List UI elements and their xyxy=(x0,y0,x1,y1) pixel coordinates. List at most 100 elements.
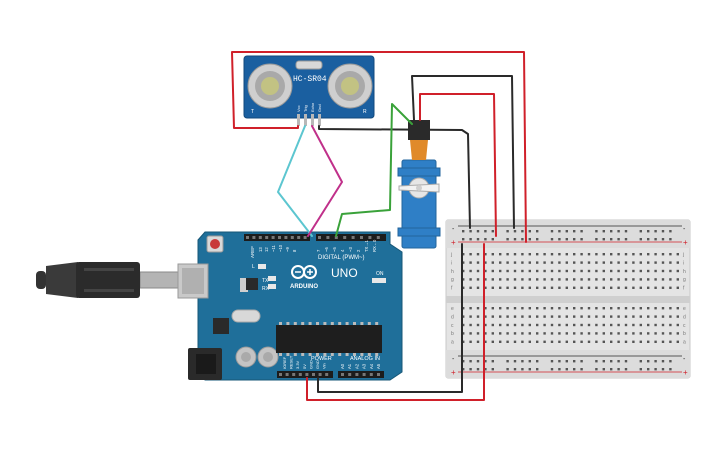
breadboard-hole[interactable] xyxy=(573,286,576,289)
breadboard-hole[interactable] xyxy=(617,278,620,281)
breadboard-hole[interactable] xyxy=(639,360,642,363)
breadboard-hole[interactable] xyxy=(565,323,568,327)
breadboard-hole[interactable] xyxy=(499,323,502,327)
breadboard-hole[interactable] xyxy=(528,340,531,343)
breadboard-hole[interactable] xyxy=(639,253,642,256)
breadboard-hole[interactable] xyxy=(595,269,598,273)
breadboard-hole[interactable] xyxy=(558,323,561,327)
breadboard-hole[interactable] xyxy=(617,323,620,327)
breadboard-hole[interactable] xyxy=(484,286,487,289)
breadboard-hole[interactable] xyxy=(506,253,509,256)
breadboard-hole[interactable] xyxy=(499,269,502,273)
breadboard-hole[interactable] xyxy=(543,332,546,335)
breadboard-hole[interactable] xyxy=(573,332,576,335)
breadboard-hole[interactable] xyxy=(536,323,539,327)
breadboard-hole[interactable] xyxy=(528,332,531,335)
breadboard-hole[interactable] xyxy=(506,261,509,264)
header-pin[interactable] xyxy=(318,236,321,239)
breadboard-hole[interactable] xyxy=(536,332,539,335)
breadboard-hole[interactable] xyxy=(676,278,679,281)
breadboard-hole[interactable] xyxy=(624,332,628,335)
breadboard-hole[interactable] xyxy=(610,253,613,256)
breadboard-hole[interactable] xyxy=(506,307,509,310)
breadboard-hole[interactable] xyxy=(654,307,657,310)
breadboard-hole[interactable] xyxy=(573,253,576,256)
breadboard-hole[interactable] xyxy=(610,332,613,335)
breadboard-hole[interactable] xyxy=(602,332,605,335)
breadboard-hole[interactable] xyxy=(506,278,509,281)
breadboard-hole[interactable] xyxy=(506,360,509,363)
breadboard-hole[interactable] xyxy=(654,340,657,343)
breadboard-hole[interactable] xyxy=(654,278,657,281)
breadboard-hole[interactable] xyxy=(491,315,494,318)
breadboard-hole[interactable] xyxy=(632,278,635,281)
breadboard-hole[interactable] xyxy=(661,340,665,343)
breadboard-hole[interactable] xyxy=(543,253,546,256)
breadboard-hole[interactable] xyxy=(610,323,613,327)
breadboard-hole[interactable] xyxy=(550,315,554,318)
breadboard-hole[interactable] xyxy=(506,332,509,335)
breadboard-hole[interactable] xyxy=(491,286,494,289)
breadboard-hole[interactable] xyxy=(610,315,613,318)
breadboard-hole[interactable] xyxy=(521,286,524,289)
breadboard-hole[interactable] xyxy=(661,261,665,264)
breadboard-hole[interactable] xyxy=(499,315,502,318)
breadboard-hole[interactable] xyxy=(639,238,642,241)
breadboard-hole[interactable] xyxy=(484,278,487,281)
breadboard-hole[interactable] xyxy=(550,238,554,241)
breadboard-hole[interactable] xyxy=(521,261,524,264)
breadboard-hole[interactable] xyxy=(587,307,591,310)
breadboard-hole[interactable] xyxy=(565,278,568,281)
breadboard-hole[interactable] xyxy=(565,286,568,289)
breadboard-hole[interactable] xyxy=(580,286,583,289)
breadboard-hole[interactable] xyxy=(580,269,583,273)
breadboard-hole[interactable] xyxy=(484,261,487,264)
breadboard-hole[interactable] xyxy=(632,307,635,310)
breadboard-hole[interactable] xyxy=(587,323,591,327)
breadboard-hole[interactable] xyxy=(469,261,472,264)
breadboard-hole[interactable] xyxy=(462,340,465,343)
breadboard-hole[interactable] xyxy=(617,238,620,241)
breadboard-hole[interactable] xyxy=(587,332,591,335)
breadboard-hole[interactable] xyxy=(521,278,524,281)
breadboard-hole[interactable] xyxy=(661,323,665,327)
breadboard-hole[interactable] xyxy=(491,360,494,363)
header-pin[interactable] xyxy=(292,373,296,376)
breadboard-hole[interactable] xyxy=(654,253,657,256)
breadboard-hole[interactable] xyxy=(565,230,568,233)
breadboard-hole[interactable] xyxy=(647,340,650,343)
breadboard-hole[interactable] xyxy=(624,253,628,256)
breadboard-hole[interactable] xyxy=(669,340,672,343)
breadboard-hole[interactable] xyxy=(565,332,568,335)
breadboard-hole[interactable] xyxy=(550,261,554,264)
breadboard-hole[interactable] xyxy=(513,315,517,318)
breadboard-hole[interactable] xyxy=(639,307,642,310)
breadboard-hole[interactable] xyxy=(580,307,583,310)
breadboard-hole[interactable] xyxy=(528,253,531,256)
breadboard-hole[interactable] xyxy=(528,307,531,310)
breadboard-hole[interactable] xyxy=(558,253,561,256)
breadboard-hole[interactable] xyxy=(617,315,620,318)
breadboard-hole[interactable] xyxy=(476,230,480,233)
header-pin[interactable] xyxy=(285,373,289,376)
breadboard-hole[interactable] xyxy=(499,332,502,335)
breadboard-hole[interactable] xyxy=(654,238,657,241)
breadboard-hole[interactable] xyxy=(528,278,531,281)
breadboard-hole[interactable] xyxy=(506,368,509,371)
breadboard-hole[interactable] xyxy=(484,315,487,318)
breadboard-hole[interactable] xyxy=(484,269,487,273)
breadboard-hole[interactable] xyxy=(647,323,650,327)
breadboard-hole[interactable] xyxy=(632,332,635,335)
breadboard-hole[interactable] xyxy=(632,315,635,318)
breadboard-hole[interactable] xyxy=(632,269,635,273)
breadboard-hole[interactable] xyxy=(476,278,480,281)
breadboard-hole[interactable] xyxy=(476,261,480,264)
breadboard-hole[interactable] xyxy=(484,238,487,241)
breadboard-hole[interactable] xyxy=(491,307,494,310)
breadboard-hole[interactable] xyxy=(558,286,561,289)
breadboard-hole[interactable] xyxy=(476,238,480,241)
breadboard-hole[interactable] xyxy=(543,323,546,327)
breadboard-hole[interactable] xyxy=(513,238,517,241)
breadboard-hole[interactable] xyxy=(632,253,635,256)
breadboard-hole[interactable] xyxy=(550,323,554,327)
